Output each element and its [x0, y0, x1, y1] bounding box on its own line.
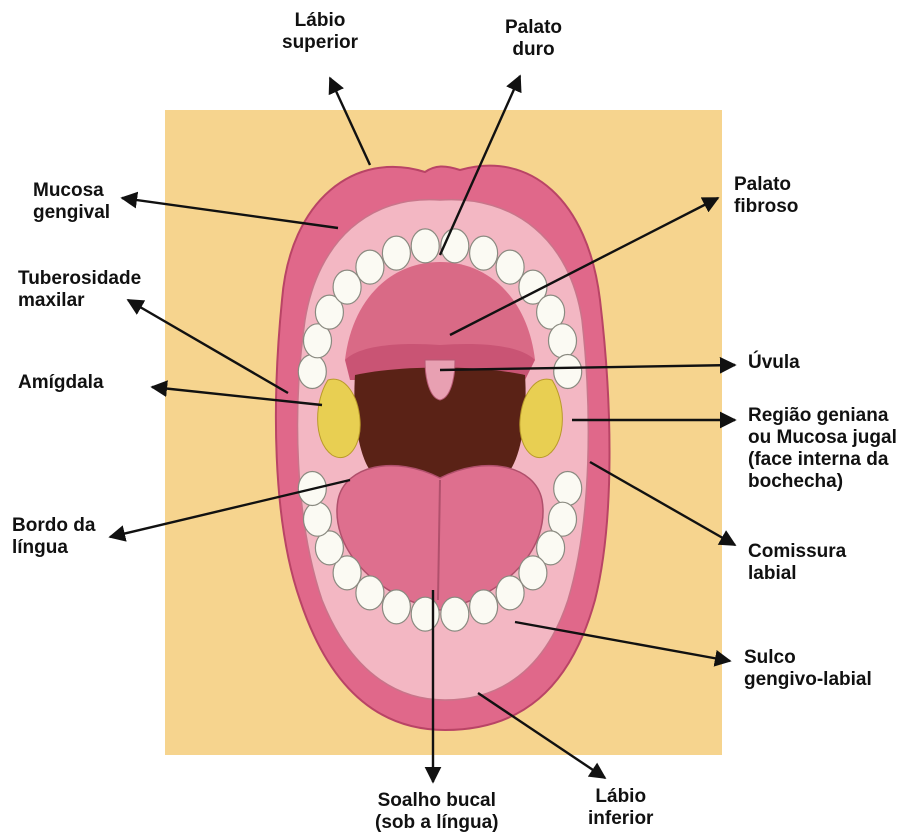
upper-tooth: [554, 355, 582, 389]
label-uvula: Úvula: [748, 352, 800, 374]
upper-tooth: [470, 236, 498, 270]
upper-tooth: [549, 324, 577, 358]
label-amigdala: Amígdala: [18, 372, 104, 394]
label-regiao-geniana: Região geniana ou Mucosa jugal (face int…: [748, 405, 897, 493]
lower-tooth: [554, 472, 582, 506]
upper-tooth: [356, 250, 384, 284]
label-soalho-bucal: Soalho bucal(sob a língua): [375, 790, 499, 834]
lower-tooth: [441, 597, 469, 631]
upper-tooth: [411, 229, 439, 263]
lower-tooth: [382, 590, 410, 624]
upper-tooth: [298, 355, 326, 389]
lower-tooth: [496, 576, 524, 610]
lower-tooth: [470, 590, 498, 624]
lower-tooth: [304, 502, 332, 536]
upper-tooth: [382, 236, 410, 270]
lower-tooth: [411, 597, 439, 631]
